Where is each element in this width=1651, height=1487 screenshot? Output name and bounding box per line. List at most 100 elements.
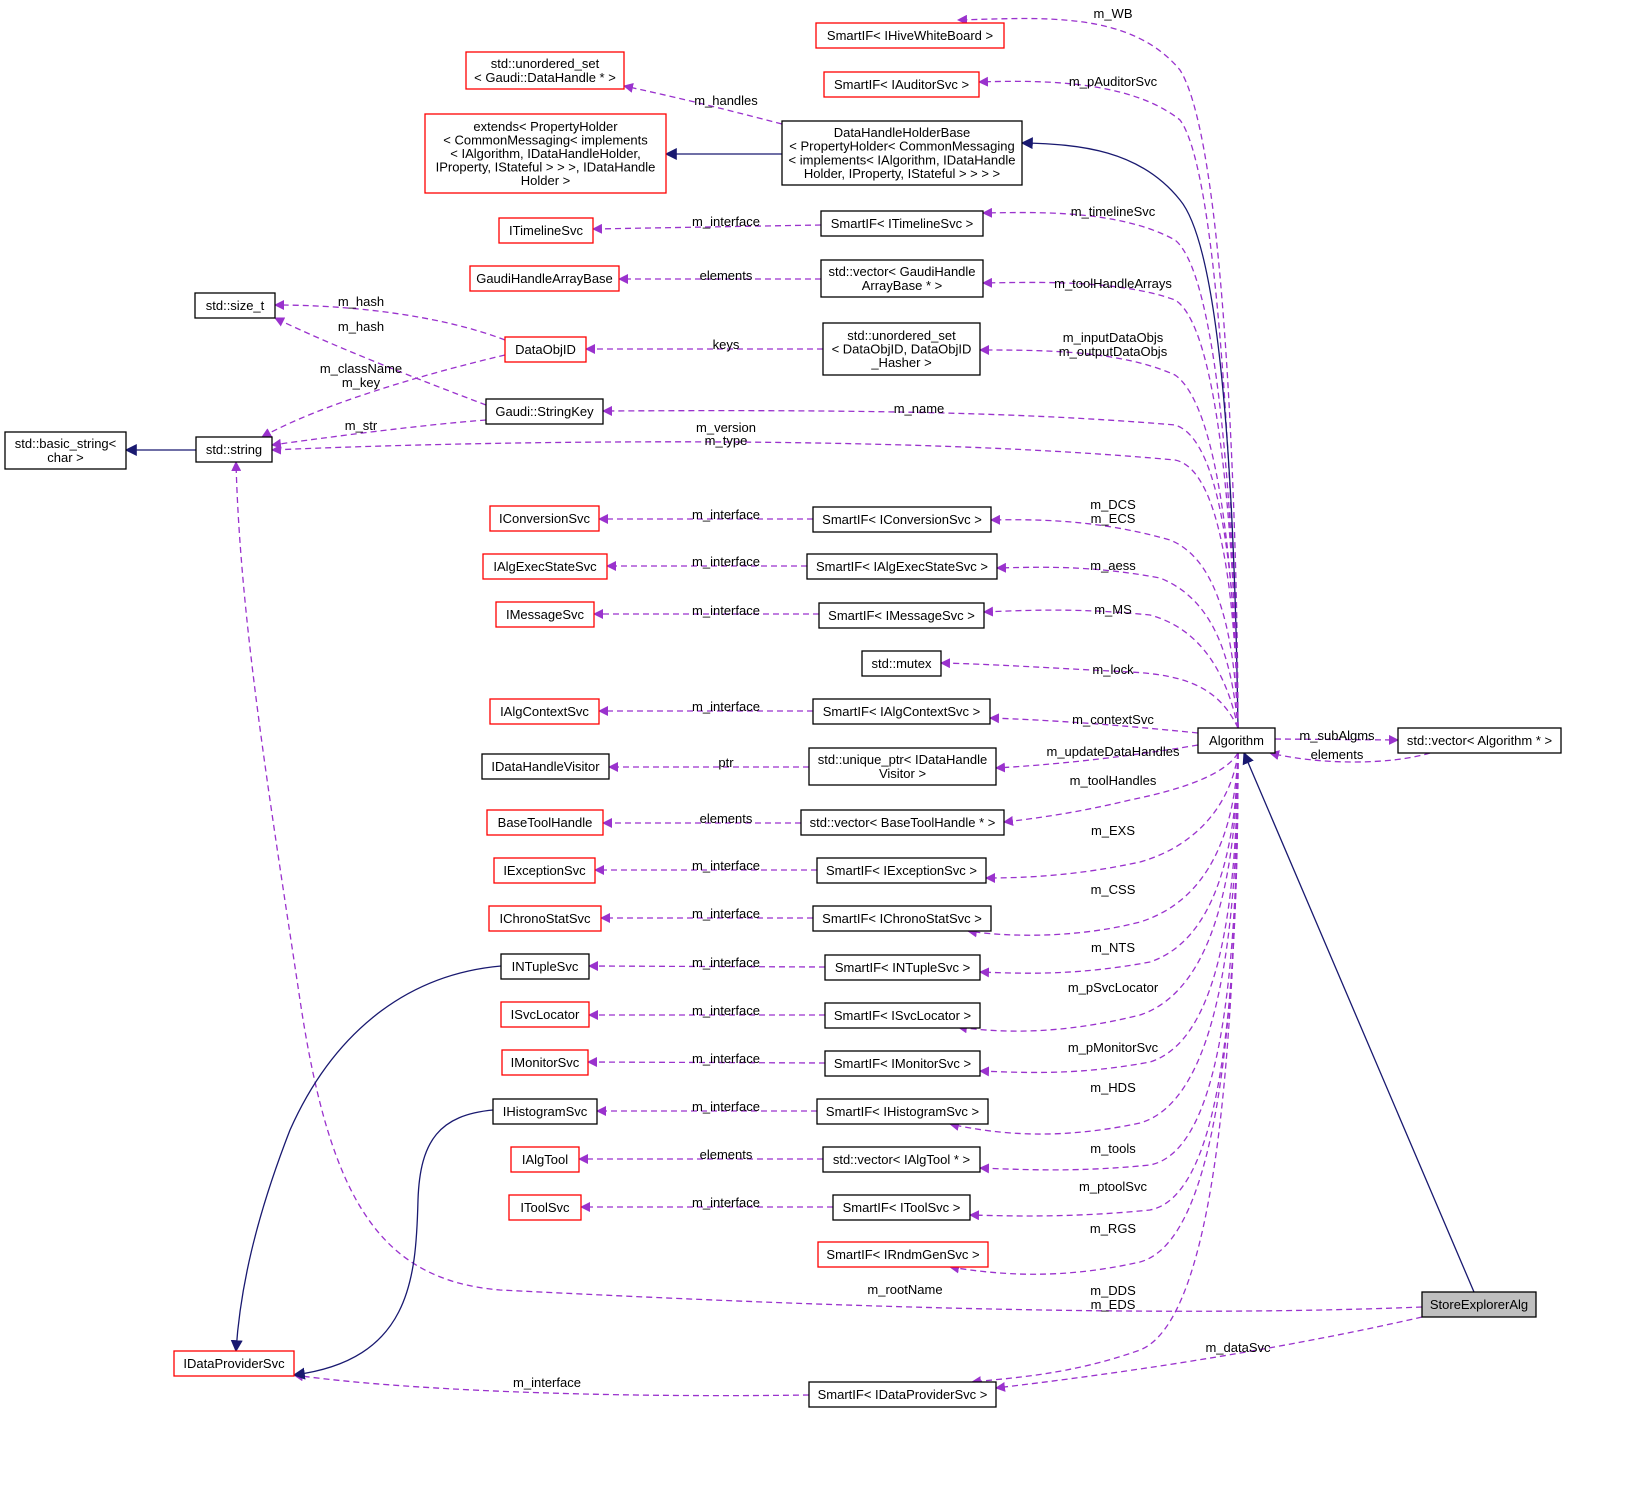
class-name-line: StoreExplorerAlg bbox=[1430, 1297, 1528, 1312]
class-node-imsg[interactable]: IMessageSvc bbox=[495, 601, 595, 628]
class-node-smntuple[interactable]: SmartIF< INTupleSvc > bbox=[824, 954, 981, 981]
class-name-line: SmartIF< IMessageSvc > bbox=[828, 608, 975, 623]
class-name-line: std::vector< Algorithm * > bbox=[1407, 733, 1552, 748]
class-node-ghab[interactable]: GaudiHandleArrayBase bbox=[469, 265, 620, 292]
inheritance-edge-his-idps bbox=[292, 1109, 494, 1380]
class-node-ialgtool[interactable]: IAlgTool bbox=[510, 1146, 580, 1173]
class-node-basicstr[interactable]: std::basic_string<char > bbox=[4, 431, 127, 470]
class-name-line: < CommonMessaging< implements bbox=[443, 132, 648, 147]
class-node-stdstring[interactable]: std::string bbox=[195, 436, 273, 463]
edge-label: m_hash bbox=[338, 294, 384, 309]
class-node-vecghab[interactable]: std::vector< GaudiHandleArrayBase * > bbox=[820, 259, 984, 298]
class-box bbox=[424, 113, 667, 194]
inheritance-edge-alg-dhhb bbox=[1020, 137, 1239, 729]
class-box bbox=[173, 1350, 295, 1377]
class-node-algorithm[interactable]: Algorithm bbox=[1197, 727, 1276, 754]
class-node-iexc[interactable]: IExceptionSvc bbox=[493, 857, 596, 884]
class-node-auditor[interactable]: SmartIF< IAuditorSvc > bbox=[823, 71, 980, 98]
class-node-ichrono[interactable]: IChronoStatSvc bbox=[488, 905, 602, 932]
class-name-line: Holder > bbox=[521, 173, 571, 188]
class-name-line: DataHandleHolderBase bbox=[834, 125, 971, 140]
class-node-smaes[interactable]: SmartIF< IAlgExecStateSvc > bbox=[806, 553, 998, 580]
class-node-vecalgtool[interactable]: std::vector< IAlgTool * > bbox=[822, 1146, 981, 1173]
class-name-line: SmartIF< IRndmGenSvc > bbox=[826, 1247, 979, 1262]
class-name-line: IAlgTool bbox=[522, 1152, 568, 1167]
class-node-storeexp[interactable]: StoreExplorerAlg bbox=[1421, 1291, 1537, 1318]
inheritance-edge-nt-idps bbox=[230, 965, 502, 1353]
edge-label: elements bbox=[700, 268, 753, 283]
edge-label: elements bbox=[700, 1147, 753, 1162]
class-node-vecalg[interactable]: std::vector< Algorithm * > bbox=[1397, 727, 1562, 754]
class-box bbox=[481, 753, 610, 780]
class-node-uptr[interactable]: std::unique_ptr< IDataHandleVisitor > bbox=[808, 747, 997, 786]
edge-label: m_rootName bbox=[867, 1282, 942, 1297]
edge-label: m_lock bbox=[1092, 662, 1134, 677]
class-node-smhisto[interactable]: SmartIF< IHistogramSvc > bbox=[816, 1098, 989, 1125]
edge-label: m_updateDataHandles bbox=[1047, 744, 1180, 759]
edge-label: m_dataSvc bbox=[1205, 1340, 1271, 1355]
edge-label: m_hash bbox=[338, 319, 384, 334]
class-node-sizet[interactable]: std::size_t bbox=[194, 292, 276, 319]
class-box bbox=[823, 71, 980, 98]
class-node-smtoolsvc[interactable]: SmartIF< IToolSvc > bbox=[832, 1194, 971, 1221]
class-node-ihisto[interactable]: IHistogramSvc bbox=[492, 1098, 598, 1125]
edge-label: m_toolHandleArrays bbox=[1054, 276, 1172, 291]
class-node-btool[interactable]: BaseToolHandle bbox=[486, 809, 604, 836]
class-node-smidps[interactable]: SmartIF< IDataProviderSvc > bbox=[808, 1381, 997, 1408]
class-name-line: IDataProviderSvc bbox=[183, 1356, 285, 1371]
class-node-itimeline[interactable]: ITimelineSvc bbox=[498, 217, 594, 244]
class-node-intuple[interactable]: INTupleSvc bbox=[500, 953, 590, 980]
edge-label: keys bbox=[713, 337, 740, 352]
class-node-ictx[interactable]: IAlgContextSvc bbox=[489, 698, 600, 725]
class-node-hivewb[interactable]: SmartIF< IHiveWhiteBoard > bbox=[815, 22, 1005, 49]
class-node-smmon[interactable]: SmartIF< IMonitorSvc > bbox=[824, 1050, 981, 1077]
class-name-line: std::vector< BaseToolHandle * > bbox=[810, 815, 996, 830]
class-node-idhv[interactable]: IDataHandleVisitor bbox=[481, 753, 610, 780]
class-node-vecbtool[interactable]: std::vector< BaseToolHandle * > bbox=[800, 809, 1005, 836]
class-box bbox=[816, 1098, 989, 1125]
class-node-useth[interactable]: std::unordered_set< Gaudi::DataHandle * … bbox=[465, 51, 625, 90]
class-node-smexc[interactable]: SmartIF< IExceptionSvc > bbox=[816, 857, 987, 884]
class-box bbox=[194, 292, 276, 319]
edge-label: m_className bbox=[320, 361, 402, 376]
edge-label: m_MS bbox=[1094, 602, 1132, 617]
class-node-dataobjid[interactable]: DataObjID bbox=[504, 336, 587, 363]
class-node-smtimeline[interactable]: SmartIF< ITimelineSvc > bbox=[820, 210, 984, 237]
class-node-strkey[interactable]: Gaudi::StringKey bbox=[485, 398, 604, 425]
class-node-idps[interactable]: IDataProviderSvc bbox=[173, 1350, 295, 1377]
class-node-imon[interactable]: IMonitorSvc bbox=[501, 1049, 589, 1076]
class-node-isvcloc[interactable]: ISvcLocator bbox=[500, 1001, 590, 1028]
class-box bbox=[500, 1001, 590, 1028]
class-node-iaes[interactable]: IAlgExecStateSvc bbox=[482, 553, 608, 580]
class-name-line: SmartIF< IConversionSvc > bbox=[822, 512, 982, 527]
class-node-smsvcloc[interactable]: SmartIF< ISvcLocator > bbox=[824, 1002, 981, 1029]
class-node-smrndm[interactable]: SmartIF< IRndmGenSvc > bbox=[817, 1241, 989, 1268]
edge-label: m_interface bbox=[692, 603, 760, 618]
class-name-line: SmartIF< IAlgExecStateSvc > bbox=[816, 559, 988, 574]
edge-label: m_WB bbox=[1094, 6, 1133, 21]
class-node-smctx[interactable]: SmartIF< IAlgContextSvc > bbox=[812, 698, 991, 725]
class-node-smmsg[interactable]: SmartIF< IMessageSvc > bbox=[818, 602, 985, 629]
class-node-smconv[interactable]: SmartIF< IConversionSvc > bbox=[812, 506, 992, 533]
class-node-itoolsvc[interactable]: IToolSvc bbox=[508, 1194, 582, 1221]
edge-label: m_key bbox=[342, 375, 381, 390]
class-node-dhhb[interactable]: DataHandleHolderBase< PropertyHolder< Co… bbox=[781, 120, 1023, 186]
edge-label: elements bbox=[1311, 747, 1364, 762]
edge-label: m_version bbox=[696, 420, 756, 435]
usage-edge-doid-hash bbox=[274, 300, 506, 341]
edge-label: m_interface bbox=[513, 1375, 581, 1390]
class-name-line: std::basic_string< bbox=[15, 436, 117, 451]
class-name-line: std::mutex bbox=[872, 656, 932, 671]
edge-label: m_interface bbox=[692, 214, 760, 229]
class-node-smchrono[interactable]: SmartIF< IChronoStatSvc > bbox=[812, 905, 992, 932]
class-node-mutex[interactable]: std::mutex bbox=[861, 650, 942, 677]
class-node-usetdo[interactable]: std::unordered_set< DataObjID, DataObjID… bbox=[822, 322, 981, 376]
class-name-line: INTupleSvc bbox=[512, 959, 579, 974]
class-box bbox=[498, 217, 594, 244]
class-node-iconv[interactable]: IConversionSvc bbox=[489, 505, 600, 532]
class-box bbox=[820, 210, 984, 237]
edge-label: m_HDS bbox=[1090, 1080, 1136, 1095]
usage-edge-wb bbox=[957, 14, 1239, 729]
class-node-extends[interactable]: extends< PropertyHolder< CommonMessaging… bbox=[424, 113, 667, 194]
